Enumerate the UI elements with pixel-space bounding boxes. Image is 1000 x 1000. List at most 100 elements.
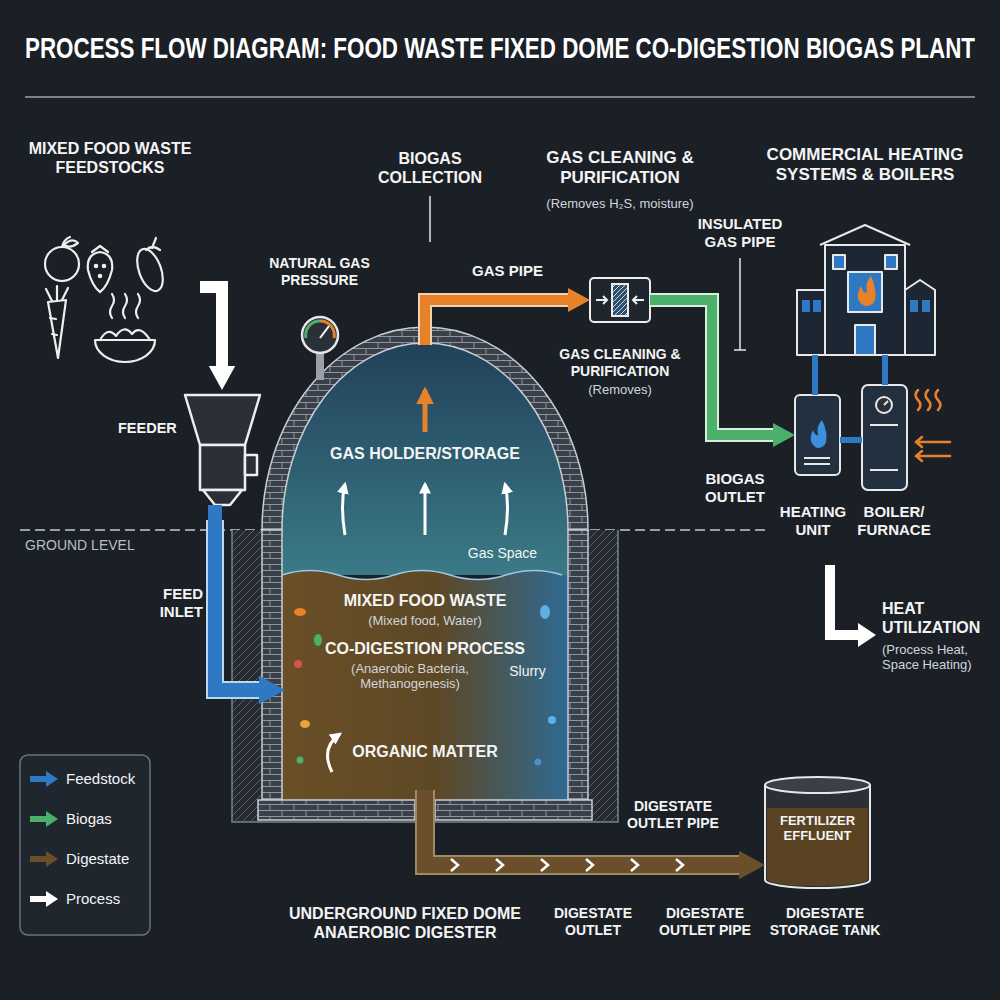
annotation-label: DIGESTATE OUTLET PIPE <box>650 905 760 938</box>
heating-unit-icon <box>811 420 827 448</box>
feeder-hopper <box>245 455 257 475</box>
node-label: GAS HOLDER/STORAGE <box>300 445 550 464</box>
food-icons <box>64 240 78 246</box>
pressure-gauge <box>316 353 324 380</box>
pipe-line <box>425 790 739 865</box>
node-label: BOILER/ FURNACE <box>854 503 934 538</box>
feeder-hopper <box>208 505 222 520</box>
label-slot: DIGESTATE OUTLET <box>543 905 643 938</box>
gas-holder: GAS HOLDER/STORAGE Gas Space <box>300 345 550 570</box>
label-slot: BIOGAS OUTLET <box>695 470 775 505</box>
food-icons <box>99 275 101 277</box>
building-icon <box>848 272 882 312</box>
flow-chevron <box>586 859 593 871</box>
leader-lines <box>429 196 431 242</box>
feeder-hopper <box>203 490 242 505</box>
food-icons <box>95 265 97 267</box>
annotation-label: BIOGAS COLLECTION <box>365 150 495 188</box>
heat-marks <box>916 437 950 461</box>
food-particles <box>294 608 306 616</box>
gas-cleaning-unit: GAS CLEANING & PURIFICATION(Removes H₂S,… <box>590 278 650 322</box>
digester: UNDERGROUND FIXED DOME ANAEROBIC DIGESTE… <box>255 330 600 975</box>
node-label: (Mixed food, Water) <box>285 613 565 628</box>
annotation-label: HEAT UTILIZATION <box>882 600 994 638</box>
node-label: GAS CLEANING & PURIFICATION <box>510 148 730 188</box>
heating-unit-icon <box>795 395 840 475</box>
node-text-slot: Slurry <box>500 663 555 680</box>
node-text-slot: UNDERGROUND FIXED DOME ANAEROBIC DIGESTE… <box>275 905 535 943</box>
arrow-head <box>568 288 590 312</box>
flow-chevron <box>496 859 503 871</box>
food-icons <box>95 340 155 362</box>
annotation-label: GROUND LEVEL <box>25 537 175 554</box>
storage-tank: FERTILIZER EFFLUENTDIGESTATE STORAGE TAN… <box>765 785 870 885</box>
digester-body <box>435 800 592 820</box>
annotation-label: INSULATED GAS PIPE <box>690 215 790 250</box>
node-label: FEEDER <box>118 420 176 437</box>
pressure-gauge <box>306 321 320 338</box>
arrow-head <box>209 366 235 390</box>
node-text-slot: FEEDER <box>118 420 176 437</box>
heating-unit: HEATING UNIT <box>795 395 840 475</box>
node-label: FERTILIZER EFFLUENT <box>769 813 866 844</box>
gas-rise-arrows <box>343 484 346 535</box>
node-text-slot: HEATING UNIT <box>773 503 853 538</box>
node-text-slot: GAS HOLDER/STORAGE <box>300 445 550 464</box>
feeder-hopper <box>200 445 245 490</box>
boiler-icon <box>870 401 898 470</box>
digester-body <box>568 530 588 800</box>
pipe-casing <box>425 300 568 345</box>
leader-lines <box>734 349 746 351</box>
building-icon <box>885 255 897 269</box>
label-slot: BIOGAS COLLECTION <box>365 150 495 188</box>
food-icons <box>92 246 108 252</box>
edge-label: FEED INLET <box>145 585 203 620</box>
digester-body <box>282 571 568 801</box>
feedstock-group: MIXED FOOD WASTE FEEDSTOCKS <box>20 140 200 385</box>
label-slot: INSULATED GAS PIPE <box>690 215 790 250</box>
node-text-slot: GAS CLEANING & PURIFICATION <box>545 346 695 379</box>
pipe-connector <box>425 288 590 345</box>
pipe-connector <box>200 287 235 390</box>
gas-filter <box>590 278 650 322</box>
food-particles <box>540 605 550 619</box>
building-icon <box>802 300 810 312</box>
leader-lines <box>739 258 741 350</box>
legend-arrow <box>30 771 58 787</box>
legend-row: Process <box>30 890 148 908</box>
node-text-slot: MIXED FOOD WASTE FEEDSTOCKS <box>20 140 200 178</box>
heat-marks <box>916 390 951 461</box>
building-icon <box>797 225 935 355</box>
node-label: Slurry <box>500 663 555 680</box>
node-text-slot: Gas Space <box>460 545 545 562</box>
food-particles <box>535 759 542 766</box>
legend-box <box>20 755 150 935</box>
pressure-gauge: NATURAL GAS PRESSURE <box>270 255 370 390</box>
node-text-slot: NATURAL GAS PRESSURE <box>262 255 377 288</box>
food-icons <box>146 238 160 250</box>
legend-box <box>20 755 150 935</box>
node-label: (Anaerobic Bacteria, Methanogenesis) <box>325 661 495 692</box>
node-text-slot: (Mixed food, Water) <box>285 613 565 628</box>
legend-swatch <box>30 771 58 787</box>
pipe-connector <box>425 790 765 879</box>
heat-utilization-arrow <box>858 623 876 647</box>
arrow-head <box>773 423 795 447</box>
building-icon <box>813 300 821 312</box>
legend-label: Digestate <box>66 850 148 868</box>
food-icons <box>50 318 57 335</box>
pipe-connector <box>650 300 795 447</box>
food-icons <box>110 294 140 318</box>
node-text-slot: (Removes) <box>545 382 695 397</box>
digester-body <box>258 327 592 820</box>
food-icons <box>45 247 79 281</box>
food-icons <box>88 252 113 292</box>
flow-chevron <box>631 859 638 871</box>
legend-arrow <box>30 891 58 907</box>
food-icons <box>132 246 168 295</box>
node-label: NATURAL GAS PRESSURE <box>262 255 377 288</box>
gas-filter <box>590 278 650 322</box>
legend-label: Feedstock <box>66 770 148 788</box>
node-text-slot: (Removes H₂S, moisture) <box>540 196 700 211</box>
